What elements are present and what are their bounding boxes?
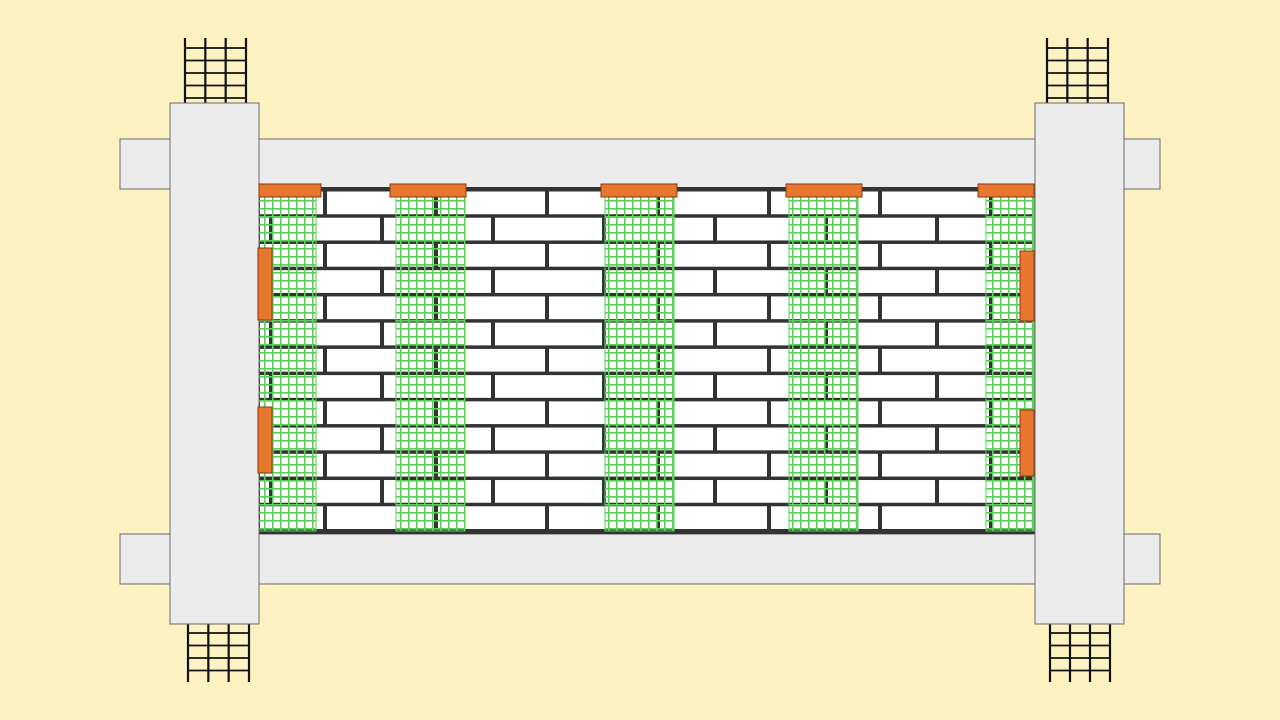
mesh-strip xyxy=(258,192,317,532)
mesh-strip xyxy=(788,192,859,532)
side-anchor-plate xyxy=(1019,250,1035,322)
brick xyxy=(495,322,602,346)
mesh-strip xyxy=(395,192,466,532)
left-bottom-rebar-cage xyxy=(186,623,251,682)
brick xyxy=(882,243,989,267)
brick xyxy=(660,191,767,215)
right-column xyxy=(1034,102,1125,625)
brick xyxy=(660,401,767,425)
side-anchor-plate xyxy=(1019,409,1035,477)
brick xyxy=(882,453,989,477)
top-beam xyxy=(119,138,1161,190)
brick xyxy=(660,243,767,267)
top-anchor-plate xyxy=(389,183,467,198)
right-top-rebar-cage xyxy=(1045,38,1110,104)
left-column xyxy=(169,102,260,625)
top-anchor-plate xyxy=(258,183,322,198)
brick xyxy=(495,480,602,503)
brick xyxy=(660,506,767,529)
top-anchor-plate xyxy=(785,183,863,198)
brick xyxy=(882,506,989,529)
left-top-rebar-cage xyxy=(183,38,248,104)
brick xyxy=(882,296,989,320)
bottom-beam xyxy=(119,533,1161,585)
side-anchor-plate xyxy=(257,406,273,474)
brick xyxy=(495,375,602,398)
brick xyxy=(660,348,767,372)
side-anchor-plate xyxy=(257,247,273,321)
brick xyxy=(495,270,602,293)
mesh-strip xyxy=(985,192,1035,532)
brick xyxy=(882,348,989,372)
top-anchor-plate xyxy=(977,183,1035,198)
brick xyxy=(660,453,767,477)
top-anchor-plate xyxy=(600,183,678,198)
mesh-strip xyxy=(604,192,675,532)
anchor-plate-icon xyxy=(257,183,1035,477)
brick xyxy=(882,401,989,425)
brick xyxy=(882,191,989,215)
brick xyxy=(495,427,602,451)
column-rebar-icon xyxy=(183,38,1112,682)
brick xyxy=(660,296,767,320)
brick xyxy=(495,217,602,241)
right-bottom-rebar-cage xyxy=(1048,623,1112,682)
